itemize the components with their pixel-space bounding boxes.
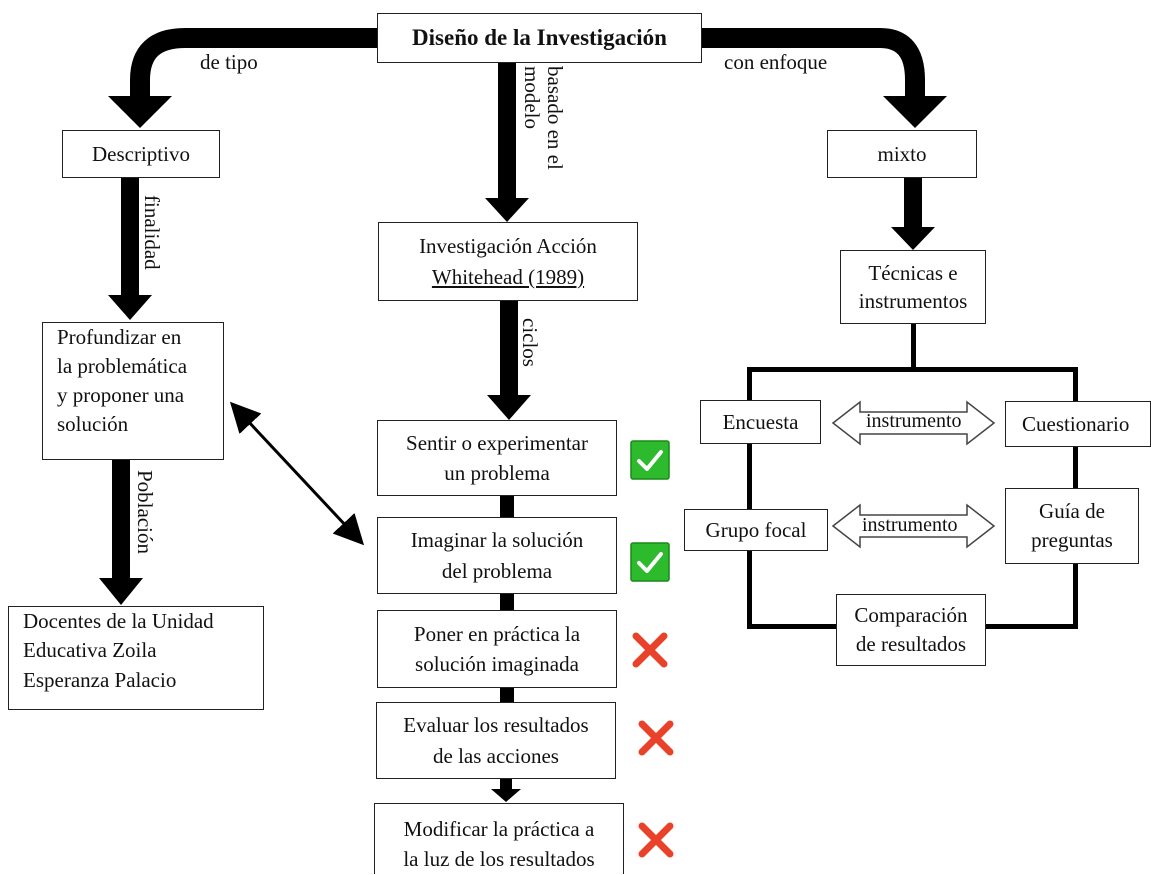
arrow-finalidad-shaft <box>121 177 139 297</box>
node-descriptivo: Descriptivo <box>62 130 220 178</box>
edge-label-ciclos: ciclos <box>518 318 543 367</box>
edge-label-de-tipo: de tipo <box>200 50 258 74</box>
cross-icon <box>638 720 674 756</box>
cycle-step-4: Evaluar los resultados de las acciones <box>376 702 616 779</box>
arrow-ciclos-shaft <box>500 301 518 397</box>
node-profundizar: Profundizar en la problemática y propone… <box>42 322 224 460</box>
edge-label-instrumento-2: instrumento <box>862 514 958 536</box>
edge-label-poblacion: Población <box>133 470 158 554</box>
cycle-connector-3 <box>500 688 514 702</box>
hollow-arrow-instrumento-1 <box>831 400 996 446</box>
edge-label-basado-en-el-modelo: basado en el modelo <box>519 66 567 170</box>
arrow-basado-shaft <box>498 58 516 200</box>
arrow-mixto-shaft <box>904 177 922 229</box>
edge-label-con-enfoque: con enfoque <box>724 50 828 74</box>
tree-top-bar <box>747 367 1078 372</box>
diagram-title: Diseño de la Investigación <box>412 25 667 51</box>
node-cuestionario: Cuestionario <box>1005 401 1151 447</box>
citation-whitehead: Whitehead (1989) <box>431 264 585 289</box>
tree-stem <box>911 323 916 370</box>
node-guia: Guía de preguntas <box>1005 488 1139 564</box>
cycle-connector-2 <box>500 594 514 610</box>
check-icon <box>630 440 670 480</box>
tree-left-bar <box>747 367 752 629</box>
cycle-step-5: Modificar la práctica a la luz de los re… <box>374 803 624 874</box>
arrow-finalidad-head <box>108 295 152 320</box>
edge-label-instrumento-1: instrumento <box>866 410 962 432</box>
node-encuesta: Encuesta <box>700 400 821 444</box>
arrow-poblacion-head <box>99 578 143 605</box>
cycle-step-2: Imaginar la solución del problema <box>377 517 617 594</box>
cycle-connector-1 <box>500 495 514 517</box>
node-docentes: Docentes de la Unidad Educativa Zoila Es… <box>8 606 264 710</box>
arrow-basado-head <box>485 198 529 222</box>
diagram-title-box: Diseño de la Investigación <box>377 13 702 63</box>
check-icon <box>630 542 670 582</box>
arrow-mixto-head <box>891 227 935 250</box>
arrow-de-tipo <box>130 28 378 98</box>
node-mixto: mixto <box>827 130 977 178</box>
arrow-de-tipo-head <box>108 96 172 128</box>
hollow-arrow-instrumento-2 <box>831 503 996 549</box>
cross-icon <box>638 822 674 858</box>
node-investigacion-accion: Investigación Acción Whitehead (1989) <box>378 222 638 301</box>
cycle-step-1: Sentir o experimentar un problema <box>377 420 617 496</box>
cross-icon <box>632 632 668 668</box>
cycle-connector-4 <box>500 779 512 791</box>
cycle-connector-4-head <box>491 789 521 802</box>
arrow-poblacion-shaft <box>112 460 130 580</box>
node-tecnicas: Técnicas e instrumentos <box>840 250 986 324</box>
arrow-con-enfoque <box>700 28 925 98</box>
arrow-con-enfoque-head <box>883 96 947 128</box>
arrow-ciclos-head <box>487 395 531 420</box>
double-arrow-diagonal <box>229 401 365 546</box>
cycle-step-3: Poner en práctica la solución imaginada <box>377 610 617 688</box>
node-grupo-focal: Grupo focal <box>684 509 828 551</box>
node-comparacion: Comparación de resultados <box>836 594 986 666</box>
edge-label-finalidad: finalidad <box>140 195 165 270</box>
